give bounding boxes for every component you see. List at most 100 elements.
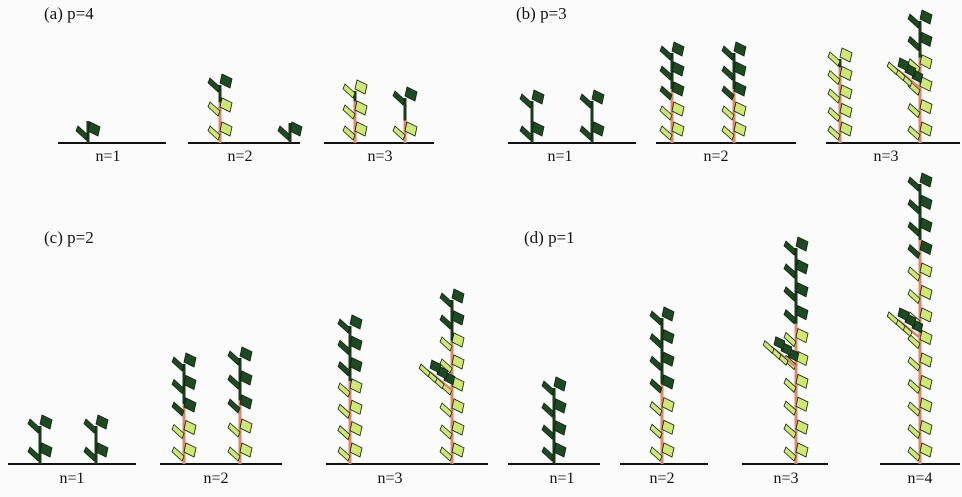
c1-plant-2-leaf-r1 xyxy=(96,415,108,429)
d4-plant-leaf-r9 xyxy=(920,241,932,255)
a3-plant-1-leaf-r0 xyxy=(355,122,367,136)
d4-plant-leaf-l7 xyxy=(908,290,920,304)
c2-plant-1-leaf-l0 xyxy=(172,447,184,461)
d2-plant-leaf-l5 xyxy=(650,334,662,348)
c2-plant-1-leaf-r2 xyxy=(184,398,196,412)
d4-plant-branch-leaf-r2 xyxy=(898,308,909,321)
b2-plant-1-leaf-r1 xyxy=(672,102,684,116)
d3-plant-leaf-l3 xyxy=(784,378,796,392)
d4-plant-leaf-l8 xyxy=(908,267,920,281)
b1-plant-1-leaf-r1 xyxy=(532,90,544,104)
b2-plant-1-leaf-l4 xyxy=(660,46,672,60)
c2-plant-1-leaf-l3 xyxy=(172,380,184,394)
b2-plant-2-leaf-l1 xyxy=(722,106,734,120)
d1-plant-leaf-r0 xyxy=(554,443,566,457)
c2-plant-2-leaf-r0 xyxy=(240,443,252,457)
a2-plant-1-leaf-r0 xyxy=(220,122,232,136)
a3-plant-2-leaf-r1 xyxy=(405,87,417,101)
c1-plant-2-leaf-r0 xyxy=(96,443,108,457)
b2-plant-1-leaf-r2 xyxy=(672,82,684,96)
d4-plant-leaf-l12 xyxy=(908,177,920,191)
c3-plant-1-leaf-l6 xyxy=(338,319,350,333)
c2-plant-1-leaf-l1 xyxy=(172,425,184,439)
a2-plant-1-leaf-l1 xyxy=(208,102,220,116)
b2-plant-2-leaf-r2 xyxy=(734,82,746,96)
d4-plant-leaf-r4 xyxy=(920,353,932,367)
c3-plant-1-leaf-l4 xyxy=(338,362,350,376)
b3-plant-2-leaf-r0 xyxy=(920,122,932,136)
d2-plant-leaf-r4 xyxy=(662,352,674,366)
d4-plant-leaf-r5 xyxy=(920,331,932,345)
c3-plant-1-leaf-r5 xyxy=(350,336,362,350)
d1-plant-leaf-l2 xyxy=(542,403,554,417)
b2-plant-2-leaf-l2 xyxy=(722,86,734,100)
b3-plant-2-leaf-l0 xyxy=(908,126,920,140)
a2-plant-1-leaf-l0 xyxy=(208,126,220,140)
d3-plant-leaf-r2 xyxy=(796,397,808,411)
c2-plant-1-leaf-r0 xyxy=(184,443,196,457)
c3-plant-2-leaf-r1 xyxy=(452,421,464,435)
d4-plant-leaf-r8 xyxy=(920,263,932,277)
d1-plant-leaf-l3 xyxy=(542,381,554,395)
d3-plant-leaf-r3 xyxy=(796,374,808,388)
b3-plant-2-leaf-r1 xyxy=(920,100,932,114)
c3-plant-1-leaf-l5 xyxy=(338,340,350,354)
b1-plant-2-leaf-l0 xyxy=(580,126,592,140)
d4-plant-leaf-l0 xyxy=(908,447,920,461)
d2-plant-leaf-r3 xyxy=(662,375,674,389)
d4-plant-leaf-l11 xyxy=(908,200,920,214)
c3-plant-1-leaf-l1 xyxy=(338,426,350,440)
b2-plant-1-leaf-r4 xyxy=(672,42,684,56)
b3-plant-1-leaf-l2 xyxy=(828,89,840,103)
b2-plant-2-leaf-r0 xyxy=(734,122,746,136)
d3-plant-leaf-l0 xyxy=(784,447,796,461)
b2-plant-1-leaf-l0 xyxy=(660,126,672,140)
b3-plant-2-leaf-r5 xyxy=(920,10,932,24)
a1-plant-leaf-r0 xyxy=(88,122,100,136)
b2-plant-2-leaf-l0 xyxy=(722,126,734,140)
d4-plant-leaf-r10 xyxy=(920,218,932,232)
b1-plant-1-leaf-l0 xyxy=(520,126,532,140)
c3-plant-2-leaf-l0 xyxy=(440,447,452,461)
c3-plant-2-leaf-l7 xyxy=(440,293,452,307)
c3-plant-2-branch-leaf-r2 xyxy=(430,360,441,373)
d3-plant-branch-leaf-r2 xyxy=(774,337,785,350)
c3-plant-2-leaf-l6 xyxy=(440,315,452,329)
a2-plant-2-leaf-l0 xyxy=(278,126,290,140)
d1-plant-leaf-r1 xyxy=(554,421,566,435)
b3-plant-1-leaf-r4 xyxy=(840,48,852,62)
d4-plant-leaf-r7 xyxy=(920,286,932,300)
d2-plant-leaf-l6 xyxy=(650,311,662,325)
d2-plant-leaf-r6 xyxy=(662,307,674,321)
c2-plant-2-leaf-l0 xyxy=(228,447,240,461)
c2-plant-1-leaf-r3 xyxy=(184,376,196,390)
c3-plant-1-leaf-r1 xyxy=(350,422,362,436)
c3-plant-2-leaf-l1 xyxy=(440,425,452,439)
d4-plant-leaf-l2 xyxy=(908,402,920,416)
b3-plant-1-leaf-r0 xyxy=(840,122,852,136)
d4-plant-leaf-r0 xyxy=(920,443,932,457)
c3-plant-1-leaf-r3 xyxy=(350,379,362,393)
b3-plant-2-leaf-l4 xyxy=(908,36,920,50)
b3-plant-1-leaf-l3 xyxy=(828,71,840,85)
c3-plant-2-leaf-l2 xyxy=(440,403,452,417)
b3-plant-1-leaf-r2 xyxy=(840,85,852,99)
d2-plant-leaf-l4 xyxy=(650,356,662,370)
b2-plant-2-leaf-r3 xyxy=(734,62,746,76)
b2-plant-2-leaf-l4 xyxy=(722,46,734,60)
c3-plant-2-leaf-r7 xyxy=(452,289,464,303)
c3-plant-1-leaf-l0 xyxy=(338,447,350,461)
c3-plant-1-leaf-r4 xyxy=(350,358,362,372)
d3-plant-leaf-r6 xyxy=(796,306,808,320)
d1-plant-leaf-l0 xyxy=(542,447,554,461)
d1-plant-leaf-r3 xyxy=(554,377,566,391)
b2-plant-1-leaf-l1 xyxy=(660,106,672,120)
d3-plant-leaf-r9 xyxy=(796,237,808,251)
d2-plant-leaf-l3 xyxy=(650,379,662,393)
b2-plant-1-leaf-r3 xyxy=(672,62,684,76)
c2-plant-2-leaf-l1 xyxy=(228,423,240,437)
c2-plant-1-leaf-l4 xyxy=(172,357,184,371)
c2-plant-2-leaf-l4 xyxy=(228,351,240,365)
c3-plant-1-leaf-l2 xyxy=(338,404,350,418)
